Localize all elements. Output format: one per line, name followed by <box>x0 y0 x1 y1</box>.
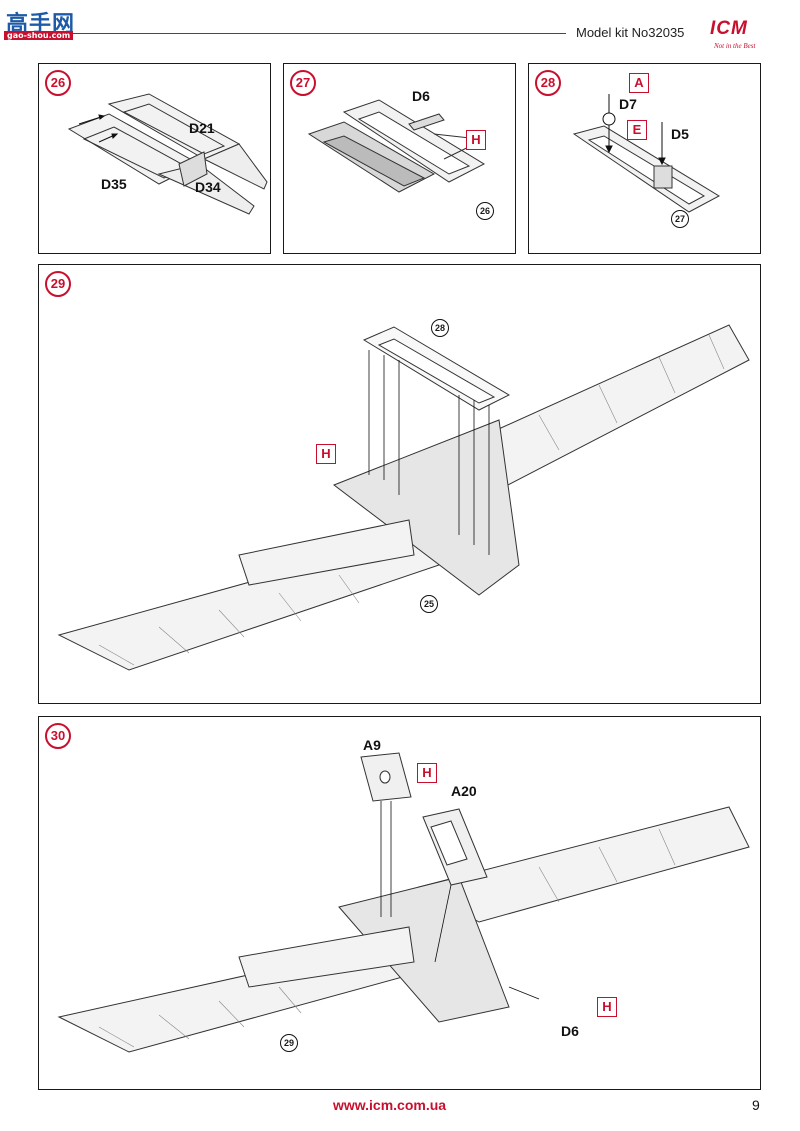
part-label-d5: D5 <box>671 126 689 142</box>
part-label-a20: A20 <box>451 783 477 799</box>
brand-name: ICM <box>710 18 748 39</box>
paint-tag-a: A <box>629 73 649 93</box>
part-label-d21: D21 <box>189 120 215 136</box>
wing-seat-drawing <box>57 752 750 1053</box>
step-30-panel: 30 A9 H A20 D6 H 29 <box>38 716 761 1090</box>
header-rule <box>72 33 566 34</box>
frame-assembly-drawing <box>307 99 486 193</box>
step-number: 28 <box>535 70 561 96</box>
part-label-d35: D35 <box>101 176 127 192</box>
ref-step-28: 28 <box>431 319 449 337</box>
step-number: 26 <box>45 70 71 96</box>
wing-frame-drawing <box>57 324 750 671</box>
part-label-d7: D7 <box>619 96 637 112</box>
part-label-d34: D34 <box>195 179 221 195</box>
frame-parts-drawing <box>67 93 268 215</box>
step-number: 27 <box>290 70 316 96</box>
ref-step-29: 29 <box>280 1034 298 1052</box>
paint-tag-e: E <box>627 120 647 140</box>
part-label-a9: A9 <box>363 737 381 753</box>
watermark-sub: gao-shou.com <box>4 31 74 40</box>
paint-tag-h: H <box>466 130 486 150</box>
step-28-panel: 28 A D7 E D5 27 <box>528 63 761 254</box>
frame-pins-drawing <box>572 94 721 213</box>
step-29-panel: 29 28 H 25 <box>38 264 761 704</box>
ref-step-25: 25 <box>420 595 438 613</box>
paint-tag-h-a9: H <box>417 763 437 783</box>
part-label-d6: D6 <box>412 88 430 104</box>
step-26-panel: 26 D21 D35 D34 <box>38 63 271 254</box>
brand-slogan: Not in the Best <box>714 42 756 50</box>
part-label-d6: D6 <box>561 1023 579 1039</box>
ref-step-27: 27 <box>671 210 689 228</box>
website-link[interactable]: www.icm.com.ua <box>333 1097 447 1113</box>
icm-logo: ICM Not in the Best <box>702 16 770 60</box>
paint-tag-h: H <box>316 444 336 464</box>
ref-step-26: 26 <box>476 202 494 220</box>
step-number: 29 <box>45 271 71 297</box>
page-number: 9 <box>752 1097 760 1113</box>
step-number: 30 <box>45 723 71 749</box>
paint-tag-h-d6: H <box>597 997 617 1017</box>
step-27-panel: 27 D6 H 26 <box>283 63 516 254</box>
kit-number: Model kit No32035 <box>576 25 685 40</box>
